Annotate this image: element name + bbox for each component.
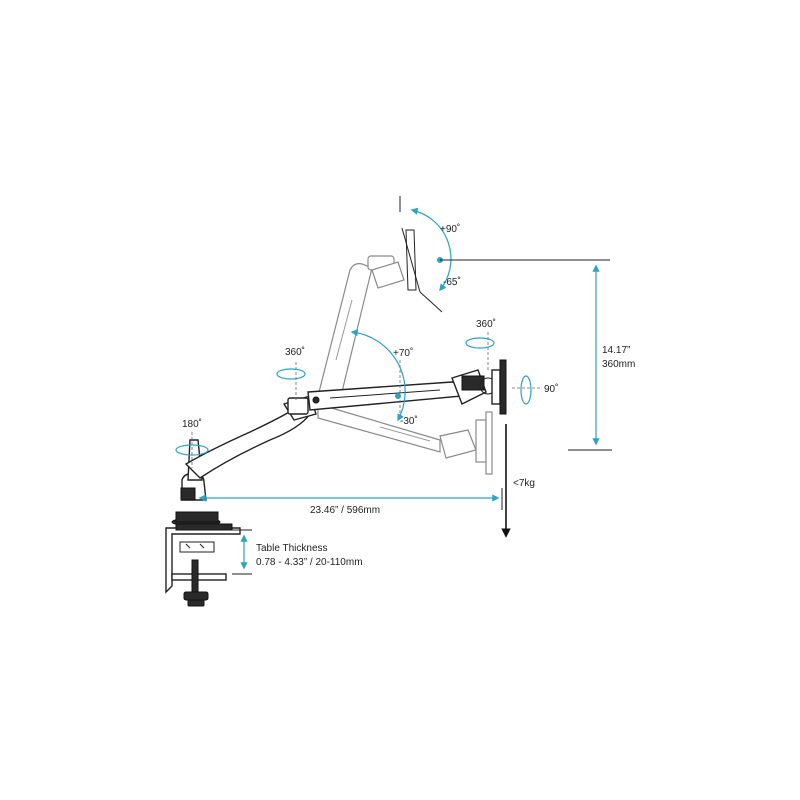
tilt-reference-lines [399,196,610,313]
weight-label: <7kg [513,478,535,489]
reach-label: 23.46” / 596mm [310,505,380,516]
base-rotation-label: 180˚ [182,418,202,430]
height-dimension [568,264,612,451]
table-thickness-value: 0.78 - 4.33” / 20-110mm [256,557,363,568]
desk-clamp [165,523,241,607]
rotation-indicators [175,207,532,456]
reach-dimension [198,488,503,510]
lower-arm [184,395,317,479]
height-range-label: 14.17” [602,345,630,356]
height-range-mm-label: 360mm [602,359,635,370]
arm-rotation-indicator [276,368,306,380]
tilt-arc [410,207,452,292]
tilt-down-label: -65˚ [443,276,461,288]
arm-down-label: -30˚ [400,415,418,427]
vesa-rotation-label: 360˚ [476,318,496,330]
tilt-up-label: +90˚ [440,223,460,235]
swivel-indicator [520,375,532,405]
swivel-label: 90˚ [544,383,558,395]
table-thickness-title: Table Thickness [256,543,328,554]
arm-elevation-arc [350,329,406,422]
vesa-rotation-indicator [465,337,495,349]
arm-rotation-label: 360˚ [285,346,305,358]
ghost-lower-arm [317,403,493,475]
table-thickness-dimension [232,529,252,575]
arm-up-label: +70˚ [393,347,413,359]
ghost-upper-arm [317,227,421,401]
base-rotation-indicator [175,444,209,456]
